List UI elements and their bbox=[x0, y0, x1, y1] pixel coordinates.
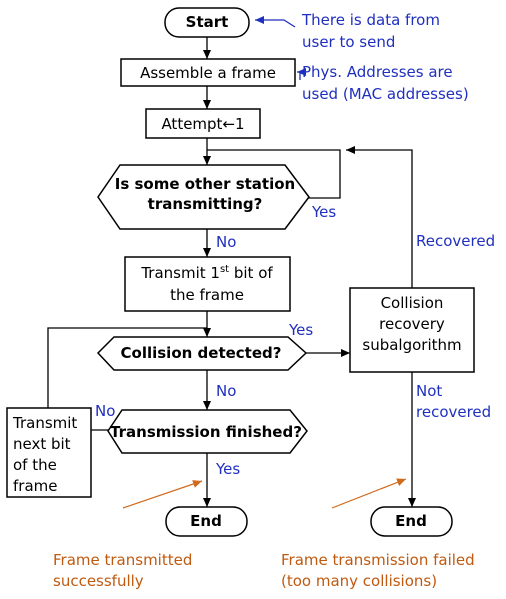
yes1-label: Yes bbox=[311, 203, 336, 221]
transmit-next-line3: of the bbox=[13, 456, 57, 474]
recovery-box bbox=[349, 287, 475, 373]
assemble-note-pointer bbox=[297, 68, 306, 80]
question1-line1: Is some other station bbox=[115, 175, 295, 193]
end-right-label: End bbox=[395, 512, 427, 530]
yes2-label: Yes bbox=[288, 321, 313, 339]
assemble-box bbox=[120, 58, 296, 87]
attempt-label: Attempt←1 bbox=[161, 115, 244, 133]
decision-finished bbox=[107, 409, 308, 454]
question3-label: Transmission finished? bbox=[110, 423, 302, 441]
transmit-first-pre: Transmit 1 bbox=[140, 264, 220, 282]
transmit-first-line1: Transmit 1st bit of bbox=[140, 264, 273, 282]
failed-note-line2: (too many collisions) bbox=[281, 572, 437, 590]
transmit-next-line1: Transmit bbox=[12, 414, 77, 432]
attempt-box bbox=[145, 108, 261, 139]
transmit-first-line2: the frame bbox=[170, 286, 244, 304]
not-recovered-line2: recovered bbox=[416, 403, 491, 421]
question1-line2: transmitting? bbox=[148, 195, 263, 213]
decision-collision bbox=[96, 336, 308, 371]
connectors bbox=[47, 37, 416, 507]
start-note-line1: There is data from bbox=[301, 11, 440, 29]
transmit-first-sup: st bbox=[220, 264, 229, 275]
success-note-line2: successfully bbox=[53, 572, 144, 590]
transmit-first-post: bit of bbox=[229, 264, 273, 282]
recovery-line2: recovery bbox=[379, 315, 445, 333]
end-left-label: End bbox=[190, 512, 222, 530]
transmit-first-box bbox=[124, 256, 291, 312]
end-left-terminal bbox=[165, 506, 248, 537]
recovery-line3: subalgorithm bbox=[362, 336, 461, 354]
assemble-note-line2: used (MAC addresses) bbox=[302, 85, 469, 103]
end-right-terminal bbox=[370, 506, 453, 537]
transmit-next-box bbox=[6, 407, 92, 498]
start-label: Start bbox=[186, 13, 229, 31]
failed-note-pointer bbox=[331, 478, 407, 509]
recovered-label: Recovered bbox=[416, 232, 495, 250]
start-note-line2: user to send bbox=[302, 33, 395, 51]
assemble-note-line1: Phys. Addresses are bbox=[302, 63, 453, 81]
loop-q1-yes bbox=[207, 149, 341, 199]
yes3-label: Yes bbox=[215, 460, 240, 478]
assemble-label: Assemble a frame bbox=[140, 64, 276, 82]
loop-next-bit bbox=[47, 327, 207, 408]
success-note-pointer bbox=[122, 480, 203, 509]
transmit-next-line4: frame bbox=[13, 477, 57, 495]
no3-label: No bbox=[95, 402, 115, 420]
decision-other-transmitting bbox=[97, 164, 310, 230]
transmit-next-line2: next bit bbox=[13, 435, 71, 453]
question2-label: Collision detected? bbox=[121, 344, 282, 362]
recovery-line1: Collision bbox=[381, 294, 444, 312]
start-note-pointer bbox=[255, 16, 296, 28]
not-recovered-line1: Not bbox=[416, 382, 442, 400]
no1-label: No bbox=[216, 233, 236, 251]
start-terminal bbox=[164, 7, 250, 38]
failed-note-line1: Frame transmission failed bbox=[281, 551, 475, 569]
loop-recovered bbox=[346, 146, 413, 288]
no2-label: No bbox=[216, 382, 236, 400]
success-note-line1: Frame transmitted bbox=[53, 551, 192, 569]
